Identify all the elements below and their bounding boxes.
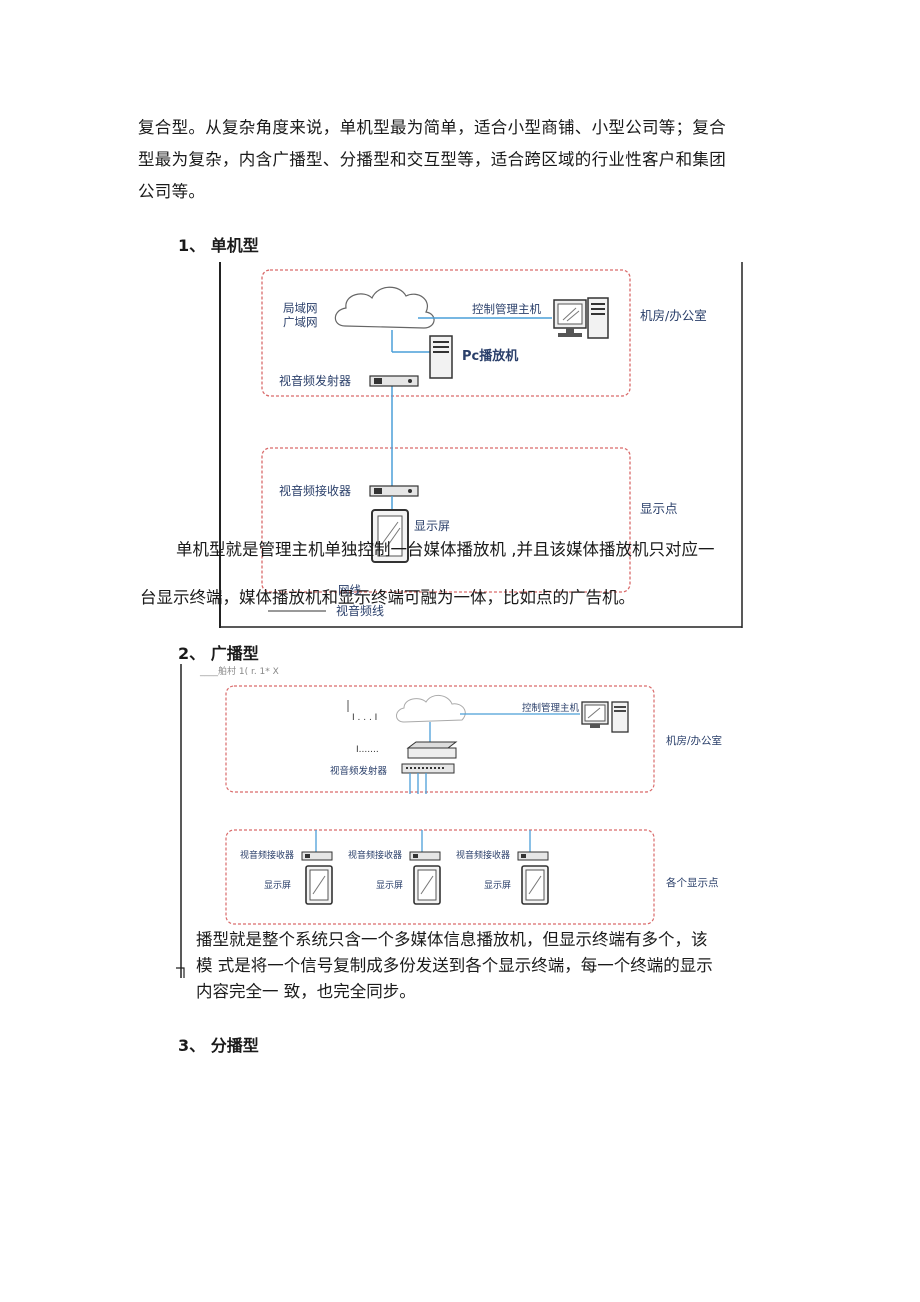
receiver-group-3 — [517, 830, 549, 905]
receiver-group-1 — [301, 830, 333, 905]
broadcast-control-host-label: 控制管理主机 — [522, 702, 580, 714]
section-2-heading: 2、 广播型 — [178, 644, 259, 663]
svg-text:I.......: I....... — [356, 745, 379, 755]
receiver-1-label: 视音频接收器 — [240, 849, 294, 861]
broadcast-transmitter-icon — [401, 763, 455, 774]
stray-text: ____舶村 1( r. 1* X — [200, 667, 279, 677]
receiver-2-label: 视音频接收器 — [348, 849, 402, 861]
legend-av-label: 视音频线 — [336, 603, 384, 618]
broadcast-tower-icon — [611, 701, 629, 733]
room-zone-box — [261, 269, 631, 397]
section-2-desc-line-3: 内容完全一 致，也完全同步。 — [196, 982, 416, 1001]
transmitter-device-icon — [369, 375, 419, 387]
broadcast-cloud-icon — [396, 695, 466, 723]
lan-label: 局域网 — [283, 301, 318, 315]
svg-text:I . . . I: I . . . I — [352, 713, 377, 723]
display-screen-icon — [371, 509, 409, 563]
each-display-label: 各个显示点 — [666, 876, 719, 889]
control-host-label: 控制管理主机 — [472, 302, 541, 316]
av-transmitter-label: 视音频发射器 — [279, 373, 351, 388]
pc-player-icon — [429, 335, 453, 379]
intro-line-2: 型最为复杂，内含广播型、分播型和交互型等，适合跨区域的行业性客户和集团 — [138, 150, 726, 169]
screen-2-label: 显示屏 — [376, 880, 403, 891]
section-2-desc-line-2: 模 式是将一个信号复制成多份发送到各个显示终端，每一个终端的显示 — [196, 956, 713, 975]
legend-network-label: 网线 — [338, 583, 361, 597]
broadcast-room-office-label: 机房/办公室 — [666, 734, 722, 747]
intro-line-1: 复合型。从复杂角度来说，单机型最为简单，适合小型商铺、小型公司等；复合 — [138, 118, 726, 137]
broadcast-diagram: I . . . I I....... 控制管理主机 机房/办公室 视音频发射器 — [176, 664, 722, 978]
computer-tower-icon — [587, 297, 609, 339]
section-3-heading: 3、 分播型 — [178, 1036, 259, 1055]
intro-line-3: 公司等。 — [138, 182, 206, 201]
broadcast-transmitter-label: 视音频发射器 — [330, 765, 388, 777]
pc-player-label: Pc播放机 — [462, 348, 518, 364]
receiver-device-icon — [369, 485, 419, 497]
av-receiver-label: 视音频接收器 — [279, 483, 351, 498]
cloud-icon — [334, 286, 435, 329]
display-point-label: 显示点 — [640, 501, 678, 516]
receiver-3-label: 视音频接收器 — [456, 849, 510, 861]
broadcast-display-box — [225, 829, 655, 925]
screen-3-label: 显示屏 — [484, 880, 511, 891]
room-office-label: 机房/办公室 — [640, 308, 707, 323]
display-zone-box — [261, 447, 631, 593]
wan-label: 广域网 — [283, 315, 318, 329]
section-2-desc-line-1: 播型就是整个系统只含一个多媒体信息播放机，但显示终端有多个，该 — [196, 930, 708, 949]
broadcast-room-box — [225, 685, 655, 793]
single-machine-diagram: 局域网 广域网 控制管理主机 机房/办公室 Pc播放机 视音频发射器 视音频接收… — [219, 262, 743, 628]
receiver-group-2 — [409, 830, 441, 905]
display-screen-label: 显示屏 — [414, 519, 450, 533]
section-1-desc-line-1: 单机型就是管理主机单独控制一台媒体播放机 ,并且该媒体播放机只对应一 — [176, 540, 715, 559]
screen-1-label: 显示屏 — [264, 880, 291, 891]
broadcast-monitor-icon — [581, 701, 609, 728]
section-1-desc-line-2: 台显示终端，媒体播放机和显示终端可融为一体，比如点的广告机。 — [140, 588, 635, 607]
monitor-icon — [553, 299, 587, 337]
broadcast-player-icon — [406, 741, 458, 759]
section-1-heading: 1、 单机型 — [178, 236, 259, 255]
